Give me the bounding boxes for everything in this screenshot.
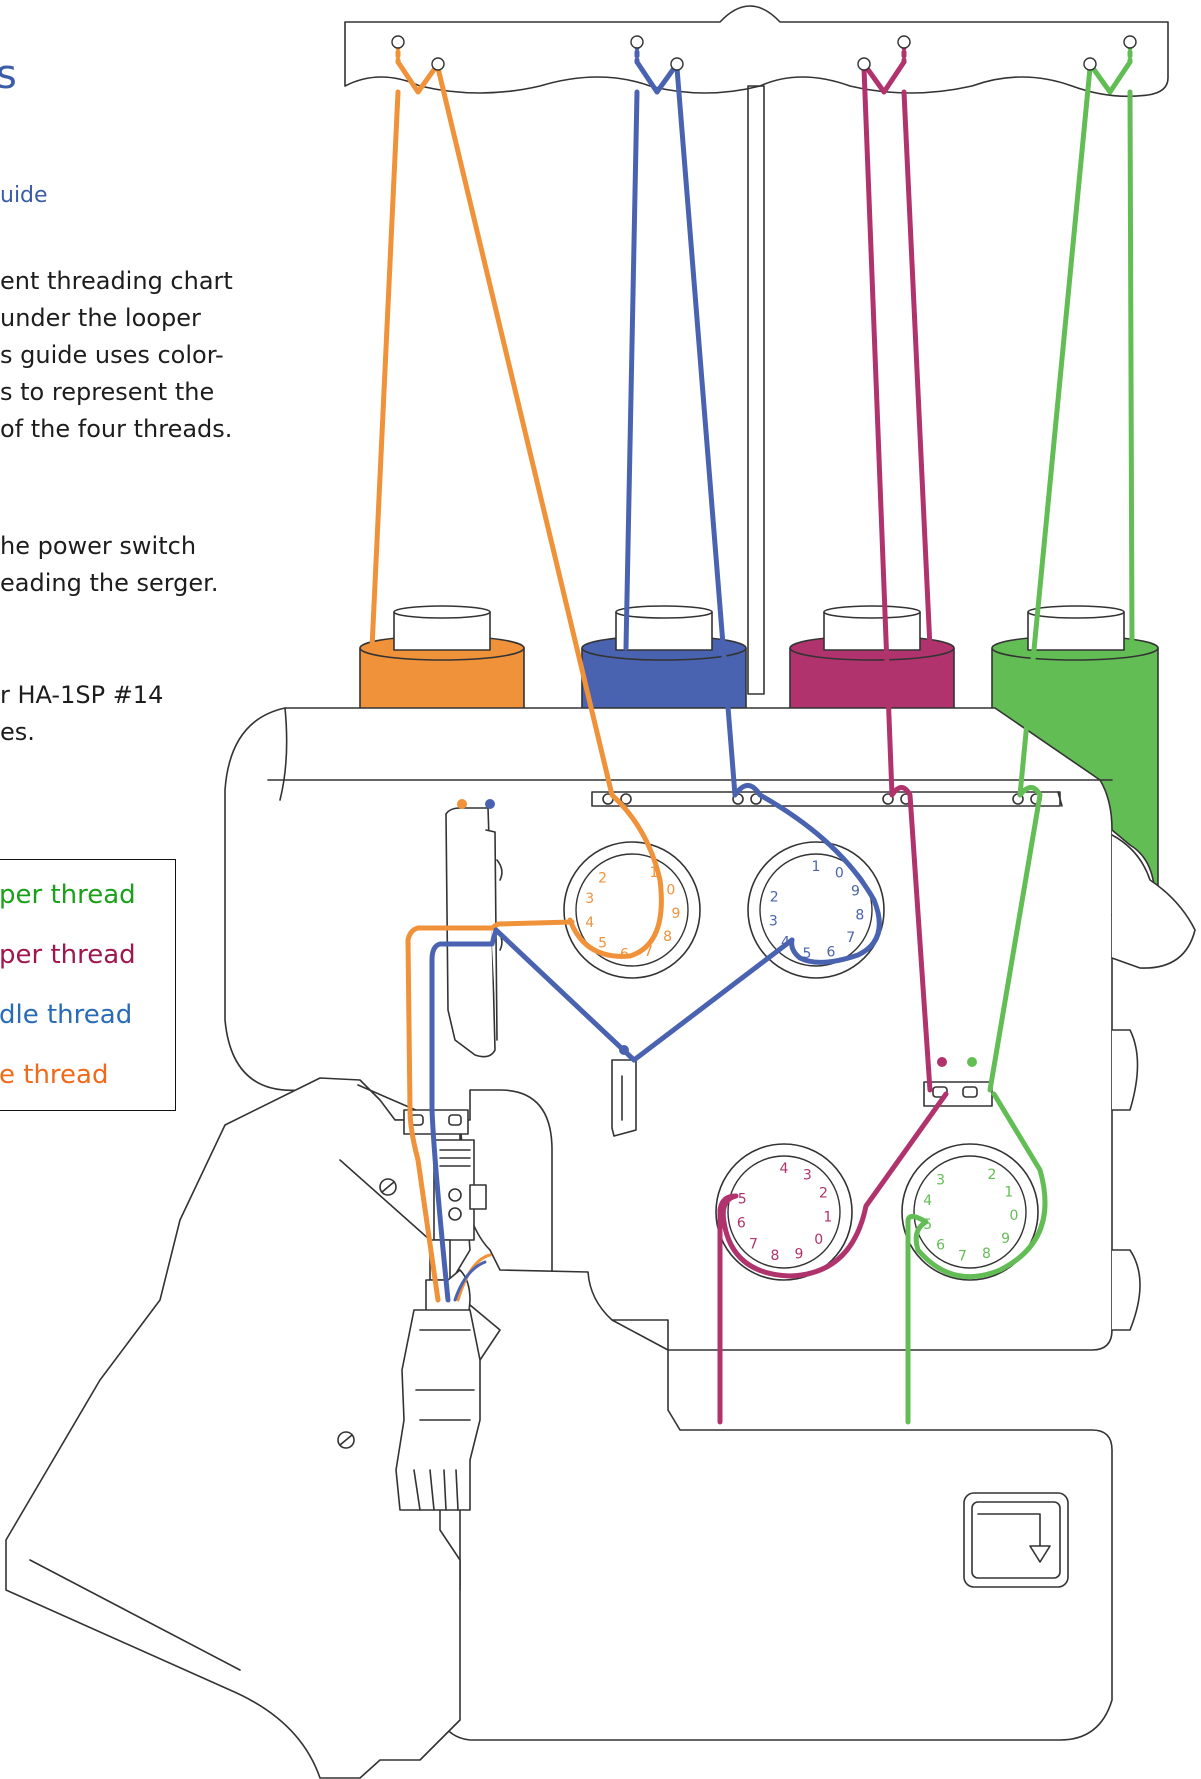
intro-paragraph: ent threading chart under the looper s g… [0, 263, 233, 448]
intro-line: ent threading chart [0, 267, 233, 295]
dial-number: 0 [666, 882, 675, 898]
needle-paragraph: r HA-1SP #14 es. [0, 677, 163, 751]
blue-thread-path [429, 41, 882, 1303]
page-heading: s [0, 52, 17, 98]
dial-number: 0 [835, 866, 844, 882]
dial-number: 5 [923, 1217, 932, 1233]
dial-number: 2 [819, 1186, 828, 1202]
dial-number: 5 [598, 936, 607, 952]
dial-number: 3 [803, 1168, 812, 1184]
dial-number: 8 [855, 908, 864, 924]
green-thread-path [905, 41, 1135, 1425]
dial-number: 4 [585, 915, 594, 931]
dial-number: 2 [770, 889, 779, 905]
needle-assembly [395, 1109, 487, 1511]
intro-line: under the looper [0, 304, 201, 332]
dial-number: 5 [738, 1191, 747, 1207]
dial-number: 7 [958, 1248, 967, 1264]
intro-line: s to represent the [0, 378, 215, 406]
power-line: he power switch [0, 532, 197, 560]
legend-item-right-needle: dle thread [0, 1000, 133, 1030]
power-switch-paragraph: he power switch eading the serger. [0, 528, 218, 602]
thread-color-legend: per thread per thread dle thread e threa… [0, 859, 176, 1111]
orange-thread-path [369, 41, 664, 1303]
magenta-thread-path [717, 41, 949, 1425]
dial-number: 3 [936, 1172, 945, 1188]
dial-number: 1 [650, 865, 659, 881]
dial-number: 6 [936, 1238, 945, 1254]
section-subheading: uide [0, 183, 48, 208]
dial-number: 7 [749, 1237, 758, 1253]
thread-stand-antenna [344, 5, 1169, 695]
dial-number: 0 [1009, 1208, 1018, 1224]
blue-thread-cone [581, 605, 747, 721]
legend-item-left-needle: e thread [0, 1060, 109, 1090]
needle-line: r HA-1SP #14 [0, 681, 164, 709]
intro-line: of the four threads. [0, 415, 233, 443]
orange-thread-cone [359, 605, 525, 721]
dial-number: 1 [823, 1210, 832, 1226]
intro-line: s guide uses color- [0, 341, 224, 369]
needle-thread-guide-plate [445, 807, 503, 1058]
dial-number: 8 [770, 1248, 779, 1264]
legend-item-lower-looper: per thread [0, 940, 136, 970]
dial-number: 4 [923, 1193, 932, 1209]
dial-number: 1 [812, 859, 821, 875]
center-thread-guide [611, 1059, 637, 1137]
dial-number: 6 [737, 1216, 746, 1232]
dial-number: 2 [988, 1167, 997, 1183]
dial-number: 9 [795, 1246, 804, 1262]
dial-number: 0 [814, 1232, 823, 1248]
dial-number: 8 [982, 1246, 991, 1262]
dial-number: 1 [1004, 1184, 1013, 1200]
thread-guide-bar [591, 791, 1063, 807]
dial-number: 3 [769, 914, 778, 930]
dial-number: 7 [644, 944, 653, 960]
dial-number: 4 [780, 1161, 789, 1177]
legend-item-upper-looper: per thread [0, 880, 136, 910]
dial-number: 7 [846, 930, 855, 946]
looper-thread-guide [923, 1081, 993, 1107]
dial-number: 9 [671, 906, 680, 922]
antenna-guide-eyelets [391, 35, 1137, 71]
dial-number: 3 [585, 891, 594, 907]
dial-number: 6 [827, 944, 836, 960]
thread-color-markers [457, 799, 977, 1067]
needle-line: es. [0, 718, 35, 746]
dial-number: 5 [802, 946, 811, 962]
dial-number: 2 [598, 870, 607, 886]
dial-number: 9 [1001, 1231, 1010, 1247]
dial-number: 9 [851, 884, 860, 900]
power-line: eading the serger. [0, 569, 219, 597]
dial-number: 8 [663, 929, 672, 945]
